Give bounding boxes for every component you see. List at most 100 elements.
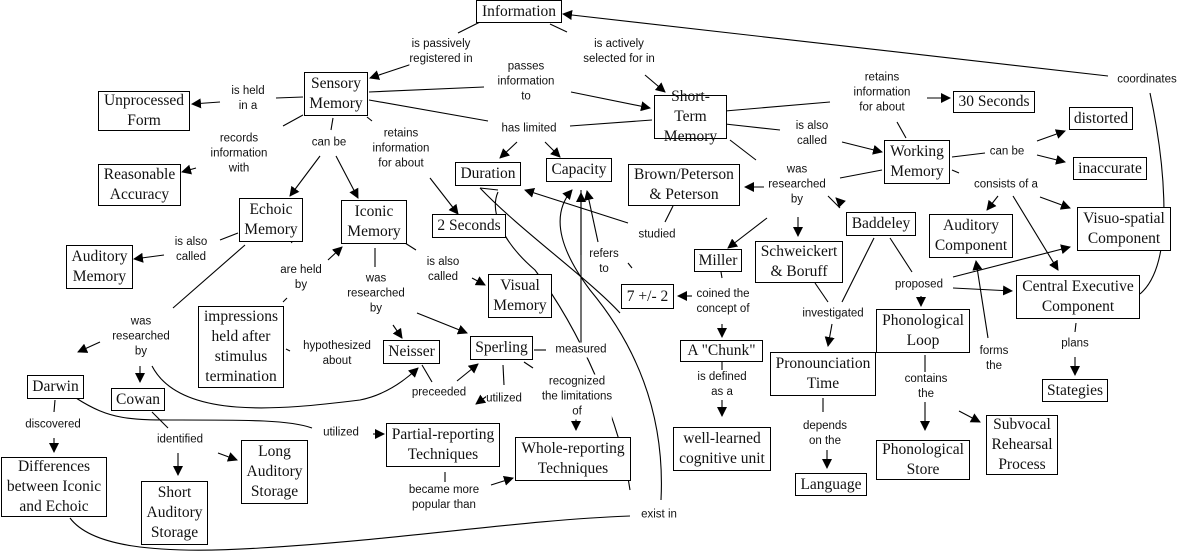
concept-whole-reporting[interactable]: Whole-reporting Techniques [515,437,631,481]
link-passively-registered: is passively registered in [409,37,473,67]
concept-visual-memory[interactable]: Visual Memory [488,274,552,318]
link-hypothesized-about: hypothesized about [303,339,371,369]
concept-neisser[interactable]: Neisser [383,340,440,364]
connector [839,169,883,179]
link-actively-selected: is actively selected for in [583,37,655,67]
concept-long-auditory-storage[interactable]: Long Auditory Storage [241,440,308,504]
connector [584,190,599,243]
link-contains-the: contains the [904,372,948,402]
link-investigated: investigated [802,306,864,322]
concept-baddeley[interactable]: Baddeley [846,212,916,236]
concept-schweickert-boruff[interactable]: Schweickert & Boruff [755,241,843,283]
concept-phonological-loop[interactable]: Phonological Loop [876,309,970,353]
link-are-held-by: are held by [280,263,322,293]
concept-miller[interactable]: Miller [694,249,742,272]
concept-stategies[interactable]: Stategies [1042,379,1108,402]
link-consists-of: consists of a [974,177,1038,193]
link-darwin-utilized: utilized [323,425,359,441]
concept-differences[interactable]: Differences between Iconic and Echoic [1,457,107,517]
connector [729,139,757,161]
concept-well-learned-unit[interactable]: well-learned cognitive unit [673,427,771,471]
concept-duration[interactable]: Duration [455,162,521,186]
link-can-be-sensory: can be [311,135,347,151]
concept-30-seconds[interactable]: 30 Seconds [953,91,1035,113]
concept-information[interactable]: Information [476,0,562,23]
connector [457,21,481,34]
concept-auditory-memory[interactable]: Auditory Memory [66,245,133,289]
concept-sperling[interactable]: Sperling [470,336,533,360]
connector [285,348,291,352]
link-records-info-with: records information with [210,131,268,177]
connector [523,361,534,369]
concept-distorted[interactable]: distorted [1069,107,1133,130]
link-echoic-also-called: is also called [174,235,208,265]
connector [275,96,304,99]
connector [724,123,781,131]
concept-reasonable-accuracy[interactable]: Reasonable Accuracy [98,164,181,206]
concept-capacity[interactable]: Capacity [546,158,612,182]
concept-cowan[interactable]: Cowan [111,388,165,411]
concept-sensory-memory[interactable]: Sensory Memory [304,72,368,116]
link-retains-30s: retains information for about [853,70,911,116]
concept-language[interactable]: Language [795,473,867,496]
concept-auditory-component[interactable]: Auditory Component [929,214,1013,258]
connector [421,364,433,383]
link-echoic-researched-by: was researched by [112,314,170,360]
connector [327,246,343,261]
concept-2-seconds[interactable]: 2 Seconds [432,214,506,238]
link-proposed: proposed [895,277,943,293]
connector [191,98,221,109]
link-studied: studied [638,227,676,243]
link-identified: identified [156,432,204,448]
concept-visuo-spatial-component[interactable]: Visuo-spatial Component [1077,207,1171,251]
concept-inaccurate[interactable]: inaccurate [1073,157,1147,180]
connector [456,363,479,382]
link-became-more-popular: became more popular than [408,483,480,513]
connector [827,195,841,209]
connector [896,121,907,139]
connector [724,101,831,112]
connector [986,195,999,211]
concept-subvocal-rehearsal[interactable]: Subvocal Rehearsal Process [986,415,1058,475]
connector [475,394,488,405]
connector [951,169,960,174]
link-passes-info-to: passes information to [497,59,555,105]
concept-short-term-memory[interactable]: Short-Term Memory [654,88,727,145]
link-coined-concept: coined the concept of [696,287,750,317]
connector [889,237,913,273]
concept-phonological-store[interactable]: Phonological Store [876,440,970,480]
concept-partial-reporting[interactable]: Partial-reporting Techniques [386,423,500,467]
connector [490,475,514,486]
connector [479,187,499,191]
link-preceeded: preceeded [411,385,467,401]
link-recognized-limits: recognized the limitations of [541,374,613,420]
connector [952,285,1013,296]
concept-iconic-memory[interactable]: Iconic Memory [341,200,407,244]
link-depends-on: depends on the [802,419,848,449]
link-stm-also-called: is also called [795,119,829,149]
connector [841,141,883,155]
concept-echoic-memory[interactable]: Echoic Memory [239,198,303,242]
connector [1036,154,1066,165]
connector [502,364,505,386]
connector [133,252,165,263]
concept-impressions[interactable]: impressions held after stimulus terminat… [198,306,284,388]
concept-darwin[interactable]: Darwin [27,375,84,399]
concept-7-plus-minus-2[interactable]: 7 +/- 2 [621,284,674,309]
connector [282,114,304,127]
connector [1039,196,1071,210]
connector [835,197,846,208]
connector [524,187,629,224]
concept-working-memory[interactable]: Working Memory [884,140,950,184]
concept-chunk[interactable]: A "Chunk" [680,340,763,362]
link-iconic-also-called: is also called [426,255,460,285]
concept-pronounciation-time[interactable]: Pronounciation Time [770,352,876,396]
connector [429,177,459,215]
concept-unprocessed-form[interactable]: Unprocessed Form [98,91,190,131]
concept-central-executive[interactable]: Central Executive Component [1016,275,1140,319]
link-stm-researched-by: was researched by [768,162,826,208]
concept-brown-peterson[interactable]: Brown/Peterson & Peterson [628,164,740,206]
concept-short-auditory-storage[interactable]: Short Auditory Storage [141,481,208,545]
connector [549,23,568,33]
connector [181,164,197,175]
